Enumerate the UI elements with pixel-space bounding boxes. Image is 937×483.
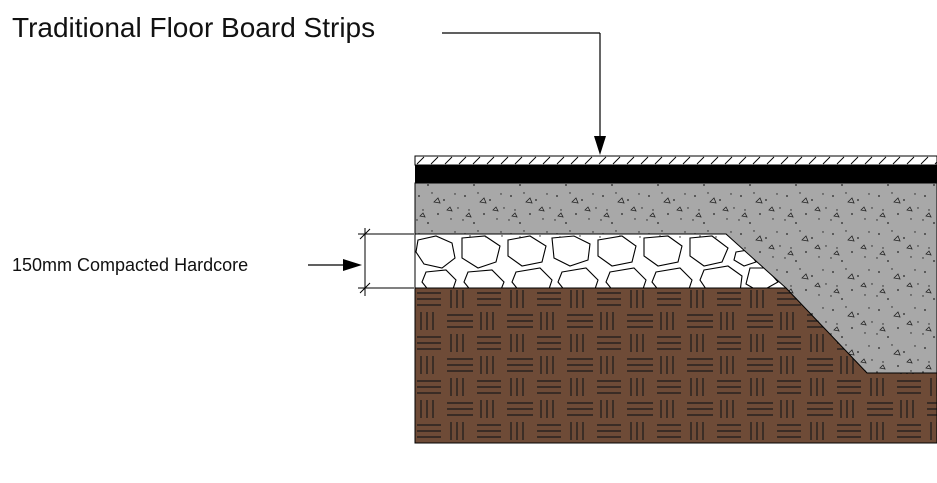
hardcore-label: 150mm Compacted Hardcore [12,255,249,275]
floor-board-layer [414,155,937,166]
hardcore-layer [414,233,788,289]
membrane-layer [415,165,937,183]
sand-stipple [469,235,717,238]
dimension-marker [358,228,414,296]
hardcore-leader [308,259,362,271]
hardcore-stones [415,235,779,288]
arrow-right-icon [343,259,362,271]
arrow-down-icon [594,136,606,155]
floor-board-leader [442,32,606,155]
floor-board-label: Traditional Floor Board Strips [12,12,376,43]
